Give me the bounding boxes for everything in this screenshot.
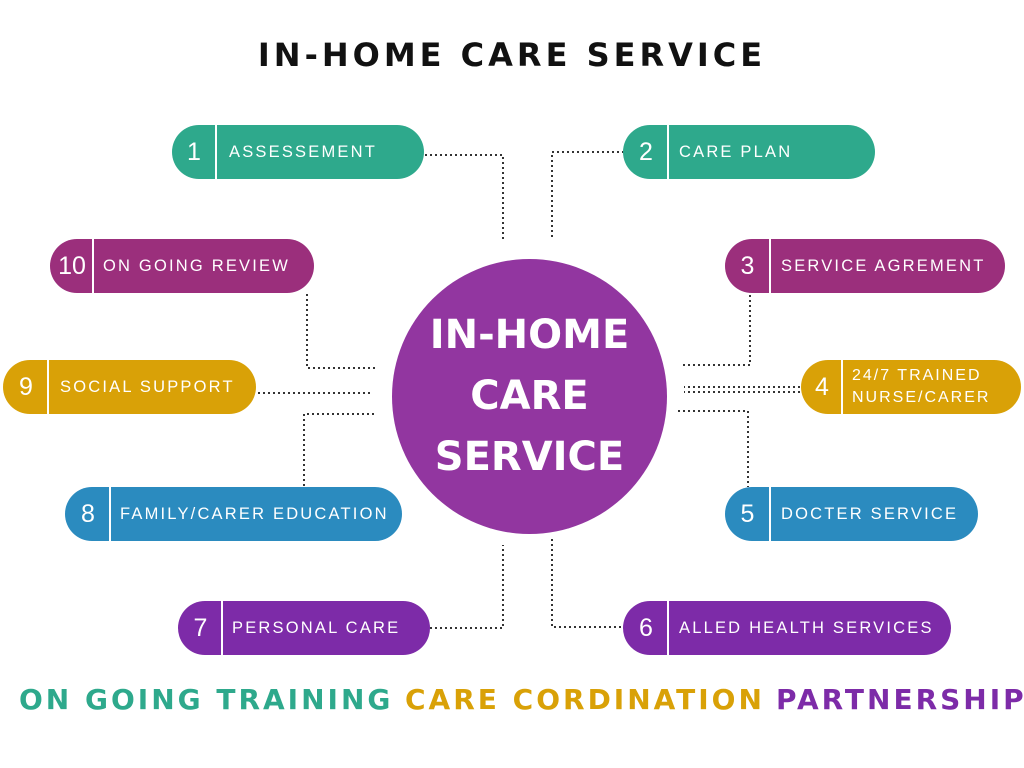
step-8-pill: 8 FAMILY/CARER EDUCATION [65, 487, 402, 541]
step-6-number: 6 [639, 613, 653, 642]
step-10-number: 10 [58, 251, 86, 280]
step-1-pill: 1 ASSESSEMENT [172, 125, 424, 179]
connector-3 [682, 290, 751, 366]
center-circle: IN-HOME CARE SERVICE [392, 259, 667, 534]
step-3-pill: 3 SERVICE AGREMENT [725, 239, 1005, 293]
step-7-label: PERSONAL CARE [232, 619, 401, 637]
connector-8 [303, 413, 375, 486]
step-5-number: 5 [740, 499, 755, 528]
step-8-number: 8 [81, 499, 95, 528]
step-9-pill: 9 SOCIAL SUPPORT [3, 360, 256, 414]
center-label: IN-HOME CARE SERVICE [429, 312, 630, 480]
step-7-pill: 7 PERSONAL CARE [178, 601, 430, 655]
connector-7 [430, 545, 504, 629]
step-4-label: 24/7 TRAINED NURSE/CARER [852, 367, 991, 406]
step-9-number: 9 [19, 372, 33, 401]
connector-5 [678, 410, 749, 487]
page-title: IN-HOME CARE SERVICE [257, 36, 767, 74]
step-7-number: 7 [193, 613, 208, 642]
step-4-number: 4 [815, 372, 829, 401]
footer-coordination: CARE CORDINATION [405, 683, 765, 716]
step-2-label: CARE PLAN [679, 143, 793, 161]
step-10-label: ON GOING REVIEW [103, 257, 291, 275]
step-4-pill: 4 24/7 TRAINED NURSE/CARER [801, 360, 1021, 414]
step-5-label: DOCTER SERVICE [781, 505, 959, 523]
step-5-pill: 5 DOCTER SERVICE [725, 487, 978, 541]
step-6-pill: 6 ALLED HEALTH SERVICES [623, 601, 951, 655]
step-1-label: ASSESSEMENT [229, 143, 377, 161]
step-9-label: SOCIAL SUPPORT [60, 378, 235, 396]
connector-10 [306, 294, 375, 369]
step-6-label: ALLED HEALTH SERVICES [679, 619, 934, 637]
connector-6 [551, 539, 624, 628]
step-8-label: FAMILY/CARER EDUCATION [120, 505, 389, 523]
step-3-label: SERVICE AGREMENT [781, 257, 986, 275]
connector-1 [425, 154, 504, 242]
footer-training: ON GOING TRAINING [19, 683, 394, 716]
step-10-pill: 10 ON GOING REVIEW [50, 239, 314, 293]
step-3-number: 3 [740, 251, 755, 280]
step-2-number: 2 [639, 137, 653, 166]
footer-partnership: PARTNERSHIP [776, 683, 1024, 716]
step-1-number: 1 [187, 137, 201, 166]
step-2-pill: 2 CARE PLAN [623, 125, 875, 179]
connector-2 [551, 151, 624, 238]
